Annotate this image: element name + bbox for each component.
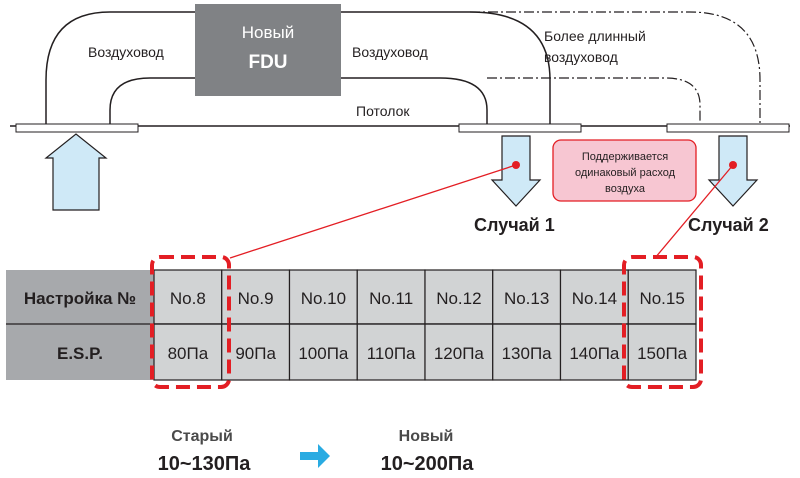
table-value-setting: No.10 [301,289,346,308]
outlet-arrow-case1-icon [490,135,542,207]
case1-label: Случай 1 [474,215,555,235]
table-value-setting: No.13 [504,289,549,308]
table-value-setting: No.12 [436,289,481,308]
table-value-setting: No.14 [572,289,617,308]
esp-table: Настройка № E.S.P. No.8 80Па No.9 90Па No.10… [6,255,703,389]
table-cell-setting [356,269,426,325]
longer-duct-outer [470,11,761,126]
table-cell-setting [492,269,562,325]
table-header-setting: Настройка № [24,289,136,308]
fdu-box [195,4,341,96]
longer-duct-label-line2: воздуховод [544,49,618,65]
longer-duct-inner [487,77,701,126]
table-value-setting: No.15 [639,289,684,308]
left-duct-inner [109,77,196,126]
highlight-no15 [622,255,703,389]
outlet-grille-case1 [458,123,582,133]
outlet-grille-case2 [666,123,790,133]
case1-connector-line [229,164,517,259]
table-value-esp: 80Па [168,344,209,363]
table-cell-esp [356,323,426,381]
left-duct-outer [45,11,196,126]
table-value-esp: 90Па [235,344,276,363]
table-cell-esp [627,323,697,381]
old-range-label: Старый [171,428,233,445]
duct-left-label: Воздуховод [88,44,164,60]
table-cell-setting [424,269,494,325]
table-header-esp: E.S.P. [57,344,103,363]
table-value-setting: No.8 [170,289,206,308]
ceiling-label: Потолок [356,103,410,119]
intake-grille [15,123,139,133]
outlet-arrow-case2-icon [707,135,759,207]
duct-diagram: Новый FDU Воздуховод Воздуховод Более дл… [10,4,790,259]
new-range-value: 10~200Па [381,453,475,475]
new-range-label: Новый [399,428,454,445]
table-cell-esp [153,323,223,381]
table-value-esp: 130Па [502,344,553,363]
old-range-value: 10~130Па [158,453,252,475]
fdu-label-line1: Новый [242,23,294,42]
table-value-esp: 120Па [434,344,485,363]
table-header-cell-esp [6,324,154,380]
table-value-esp: 100Па [298,344,349,363]
longer-duct-label-line1: Более длинный [544,28,646,44]
table-cell-setting [288,269,358,325]
table-cell-setting [559,269,629,325]
table-cell-setting [221,269,291,325]
right-duct-inner [340,77,488,126]
table-value-setting: No.11 [369,289,413,308]
note-line1: Поддерживается [582,151,668,163]
duct-right-label: Воздуховод [352,44,428,60]
note-line3: воздуха [605,183,646,195]
intake-arrow-icon [44,133,108,211]
fdu-label-line2: FDU [248,52,287,73]
table-header-cell-setting [6,270,154,324]
case2-connector-line [654,164,734,259]
table-cells: No.8 80Па No.9 90Па No.10 100Па No.11 110Па No.1… [153,269,697,381]
table-value-setting: No.9 [238,289,274,308]
table-value-esp: 110Па [367,344,416,363]
table-value-esp: 150Па [637,344,688,363]
table-cell-esp [424,323,494,381]
note-line2: одинаковый расход [575,167,676,179]
range-comparison: Старый 10~130Па Новый 10~200Па [158,428,475,475]
case2-label: Случай 2 [688,215,769,235]
highlight-no8 [150,255,231,389]
range-arrow-icon [300,444,330,468]
table-value-esp: 140Па [569,344,620,363]
table-cell-setting [627,269,697,325]
table-cell-esp [559,323,629,381]
same-airflow-note [552,139,697,202]
